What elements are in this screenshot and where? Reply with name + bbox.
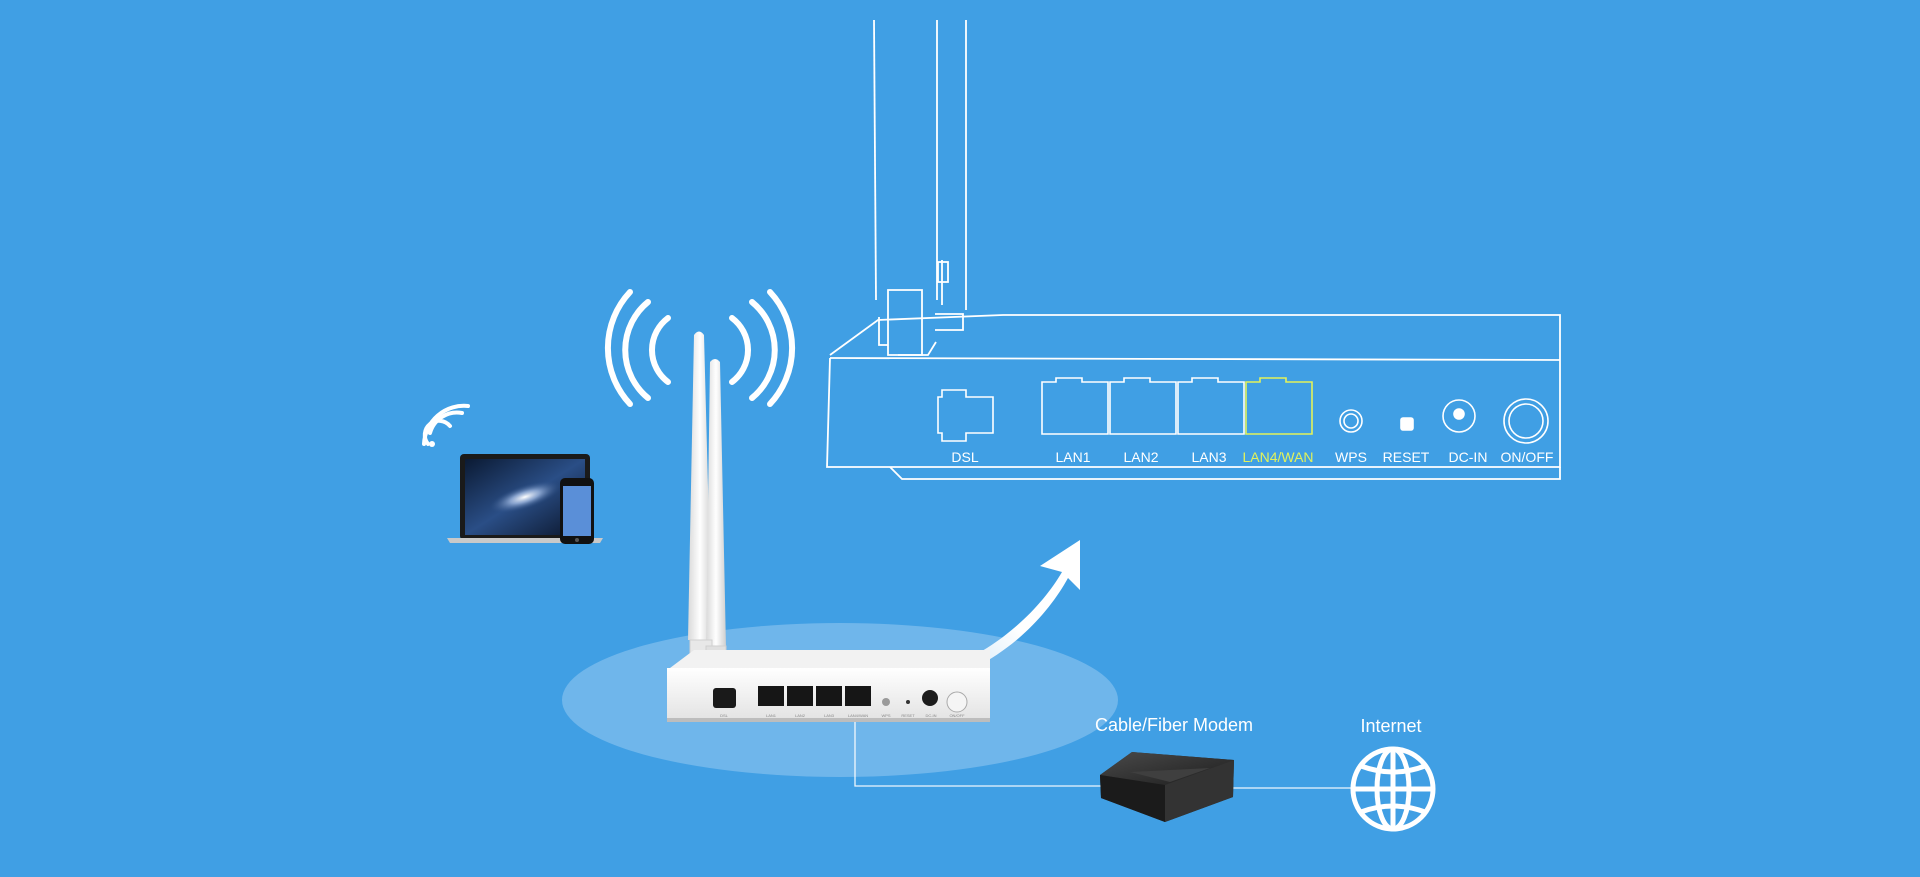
router-icon: DSL LAN1 LAN2 LAN3 LAN4/WAN WPS RESET DC… (667, 331, 990, 722)
dcin-port-outline (1442, 399, 1476, 433)
lan1-port-outline (1041, 377, 1109, 435)
connection-lines (854, 720, 1352, 789)
phone-icon (560, 478, 594, 544)
wps-button-outline (1339, 409, 1363, 433)
label-reset: RESET (1383, 449, 1430, 465)
lan3-port-outline (1177, 377, 1245, 435)
router-tiny-dcin: DC-IN (925, 713, 936, 718)
dsl-port-outline (937, 389, 994, 442)
arrow-icon (920, 540, 1080, 686)
router-tiny-lan1: LAN1 (766, 713, 777, 718)
modem-icon (1100, 752, 1234, 822)
modem-label: Cable/Fiber Modem (1095, 715, 1253, 735)
label-dsl: DSL (951, 449, 978, 465)
label-lan3: LAN3 (1191, 449, 1226, 465)
internet-label: Internet (1360, 716, 1421, 736)
router-back-port-labels: DSL LAN1 LAN2 LAN3 LAN4/WAN WPS RESET DC… (951, 449, 1553, 465)
lan2-port-outline (1109, 377, 1177, 435)
label-lan2: LAN2 (1123, 449, 1158, 465)
router-back-ports-outline (937, 377, 1549, 444)
router-back-panel-outline (826, 19, 1561, 480)
router-tiny-lan3: LAN3 (824, 713, 835, 718)
globe-icon (1350, 746, 1436, 832)
label-dcin: DC-IN (1449, 449, 1488, 465)
router-tiny-lan4wan: LAN4/WAN (848, 713, 868, 718)
router-to-modem-line (854, 720, 1110, 787)
router-tiny-lan2: LAN2 (795, 713, 806, 718)
label-lan4wan: LAN4/WAN (1242, 449, 1313, 465)
label-onoff: ON/OFF (1501, 449, 1554, 465)
device-wifi-icon (422, 403, 470, 447)
label-lan1: LAN1 (1055, 449, 1090, 465)
router-tiny-dsl: DSL (720, 713, 729, 718)
router-tiny-onoff: ON/OFF (949, 713, 965, 718)
router-tiny-wps: WPS (881, 713, 890, 718)
onoff-button-outline (1503, 398, 1549, 444)
reset-button-outline (1400, 417, 1414, 431)
router-tiny-reset: RESET (901, 713, 915, 718)
label-wps: WPS (1335, 449, 1367, 465)
lan4wan-port-outline (1245, 377, 1313, 435)
wifi-signal-icon (604, 289, 796, 407)
